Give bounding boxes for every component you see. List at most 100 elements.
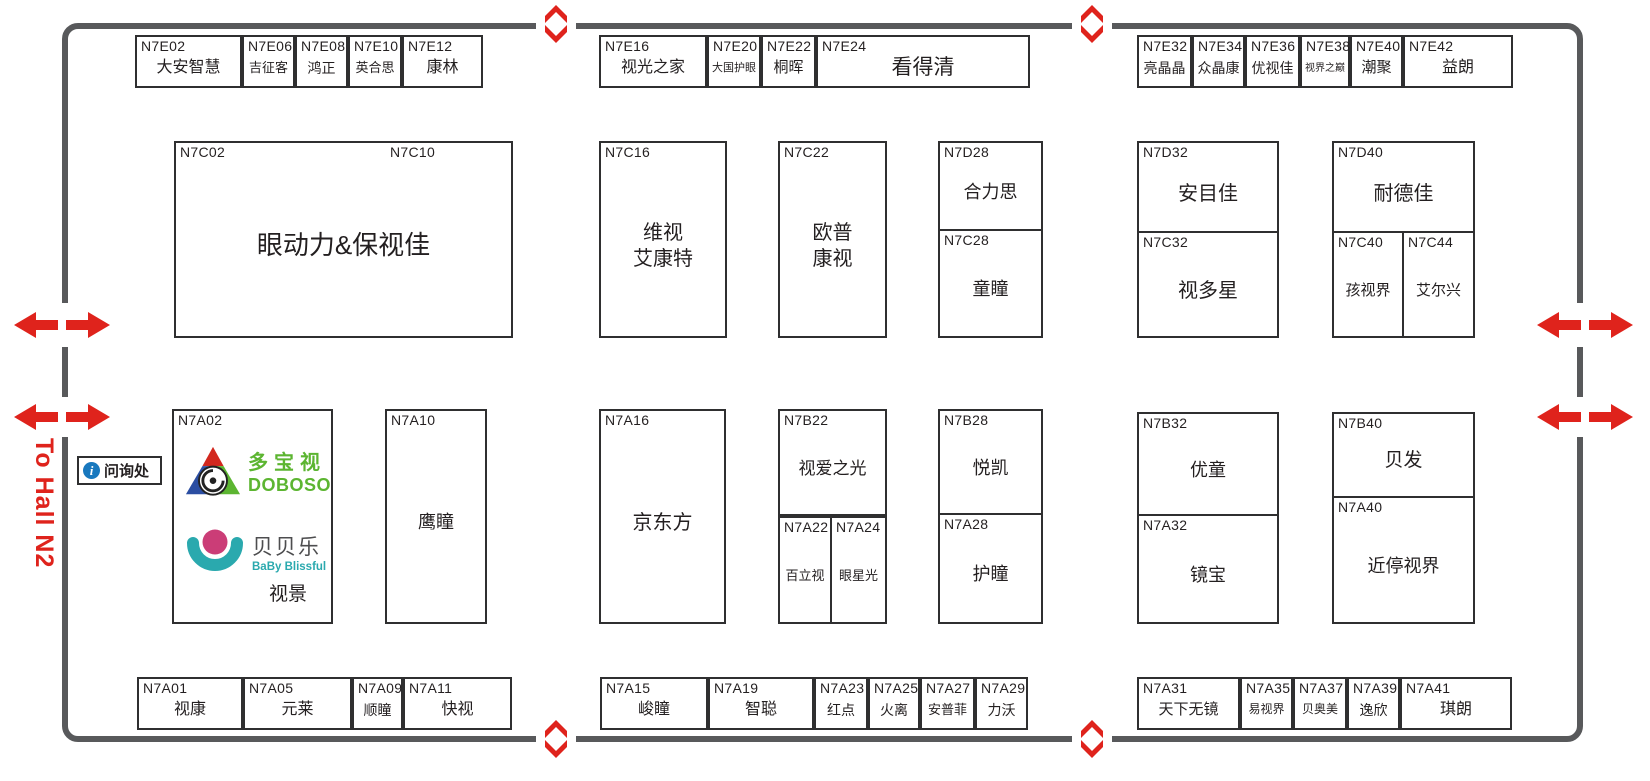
booth-code: N7A41 (1406, 680, 1451, 696)
booth-code: N7E20 (713, 38, 758, 54)
booth-code: N7A16 (605, 412, 650, 428)
baby-blissful-logo-icon (187, 529, 243, 571)
booth-code: N7E40 (1356, 38, 1401, 54)
booth-name: 红点 (827, 701, 855, 718)
booth-code: N7C44 (1408, 234, 1454, 250)
booth-name: 孩视界 (1345, 282, 1391, 300)
booth-n7d28: N7D28 合力思 (938, 141, 1043, 231)
booth-name: 康林 (426, 58, 459, 76)
passage-left-right-arrows-icon (14, 312, 110, 338)
booth-name: 琪朗 (1439, 700, 1472, 718)
passage-up-down-chevrons-icon (1081, 5, 1103, 43)
passage-left-right-arrows-icon (14, 404, 110, 430)
booth-n7b32: N7B32 优童 (1137, 412, 1279, 516)
booth-code: N7A23 (820, 680, 865, 696)
booth-name: 视景 (268, 584, 307, 605)
hall-wall (62, 23, 1583, 742)
passage-up-down-chevrons-icon (545, 5, 567, 43)
booth-name: 火离 (880, 701, 908, 718)
booth-code: N7A11 (409, 680, 453, 696)
booth-name: 艾尔兴 (1415, 282, 1461, 300)
booth-code: N7A28 (944, 516, 989, 532)
booth-code: N7B22 (784, 412, 829, 428)
booth-n7a24: N7A24 眼星光 (830, 516, 887, 624)
booth-code: N7E38 (1306, 38, 1351, 54)
information-booth-label: 问询处 (104, 463, 150, 480)
booth-code: N7D32 (1143, 144, 1189, 160)
booth-name: 亮晶晶 (1143, 59, 1186, 76)
booth-code: N7D28 (944, 144, 990, 160)
booth-name: 智聪 (744, 700, 777, 718)
booth-n7d40: N7D40 耐德佳 (1332, 141, 1475, 233)
booth-name: 视康 (173, 700, 206, 718)
wall-gap (55, 397, 75, 437)
booth-name: 镜宝 (1190, 564, 1226, 585)
booth-name: 视界之巅 (1305, 62, 1345, 74)
booth-n7e08: N7E08 鸿正 (295, 35, 348, 88)
passage-left-right-arrows-icon (1537, 404, 1633, 430)
booth-name: 眼动力&保视佳 (256, 230, 431, 261)
booth-name: 众晶康 (1197, 59, 1240, 76)
booth-code: N7E32 (1143, 38, 1188, 54)
booth-name: 欧普 康视 (812, 222, 853, 270)
booth-code: N7E42 (1409, 38, 1454, 54)
booth-code: N7E34 (1198, 38, 1243, 54)
booth-name: 鸿正 (307, 59, 336, 76)
booth-name: 顺瞳 (363, 701, 392, 718)
booth-code: N7A40 (1338, 499, 1383, 515)
booth-n7a02: N7A02 多宝视 DOBOSO 贝贝乐 BaBy Blissf (172, 409, 333, 624)
info-icon: i (83, 462, 100, 479)
booth-code: N7E36 (1251, 38, 1296, 54)
information-booth: i 问询处 (77, 456, 162, 485)
booth-name: 逸欣 (1359, 701, 1388, 718)
booth-code: N7B32 (1143, 415, 1188, 431)
booth-n7a11: N7A11 快视 (403, 677, 512, 730)
booth-code: N7A31 (1143, 680, 1188, 696)
booth-name: 快视 (441, 700, 474, 718)
booth-n7c44: N7C44 艾尔兴 (1402, 231, 1475, 338)
booth-code: N7A39 (1353, 680, 1398, 696)
booth-code: N7E10 (354, 38, 399, 54)
booth-name: 耐德佳 (1373, 182, 1434, 205)
booth-code: N7B28 (944, 412, 989, 428)
to-hall-n2-label: To Hall N2 (30, 438, 58, 569)
booth-code: N7C16 (605, 144, 651, 160)
booth-code: N7A24 (836, 519, 881, 535)
booth-name: 视光之家 (620, 58, 685, 76)
booth-name: 眼星光 (838, 568, 878, 584)
passage-up-down-chevrons-icon (545, 720, 567, 758)
passage-up-down-chevrons-icon (1081, 720, 1103, 758)
booth-name: 鹰瞳 (418, 512, 454, 533)
booth-code: N7D40 (1338, 144, 1384, 160)
booth-n7a41: N7A41 琪朗 (1400, 677, 1512, 730)
booth-name: 力沃 (987, 701, 1016, 718)
booth-name: 童瞳 (972, 279, 1009, 300)
booth-name: 合力思 (963, 181, 1018, 202)
booth-code: N7A10 (391, 412, 436, 428)
booth-code: N7C32 (1143, 234, 1189, 250)
booth-code: N7A19 (714, 680, 759, 696)
booth-name: 优童 (1190, 459, 1226, 480)
booth-code: N7A32 (1143, 517, 1188, 533)
booth-n7e34: N7E34 众晶康 (1192, 35, 1245, 88)
booth-code: N7E08 (301, 38, 346, 54)
booth-code: N7C10 (390, 144, 436, 160)
booth-code: N7C22 (784, 144, 830, 160)
